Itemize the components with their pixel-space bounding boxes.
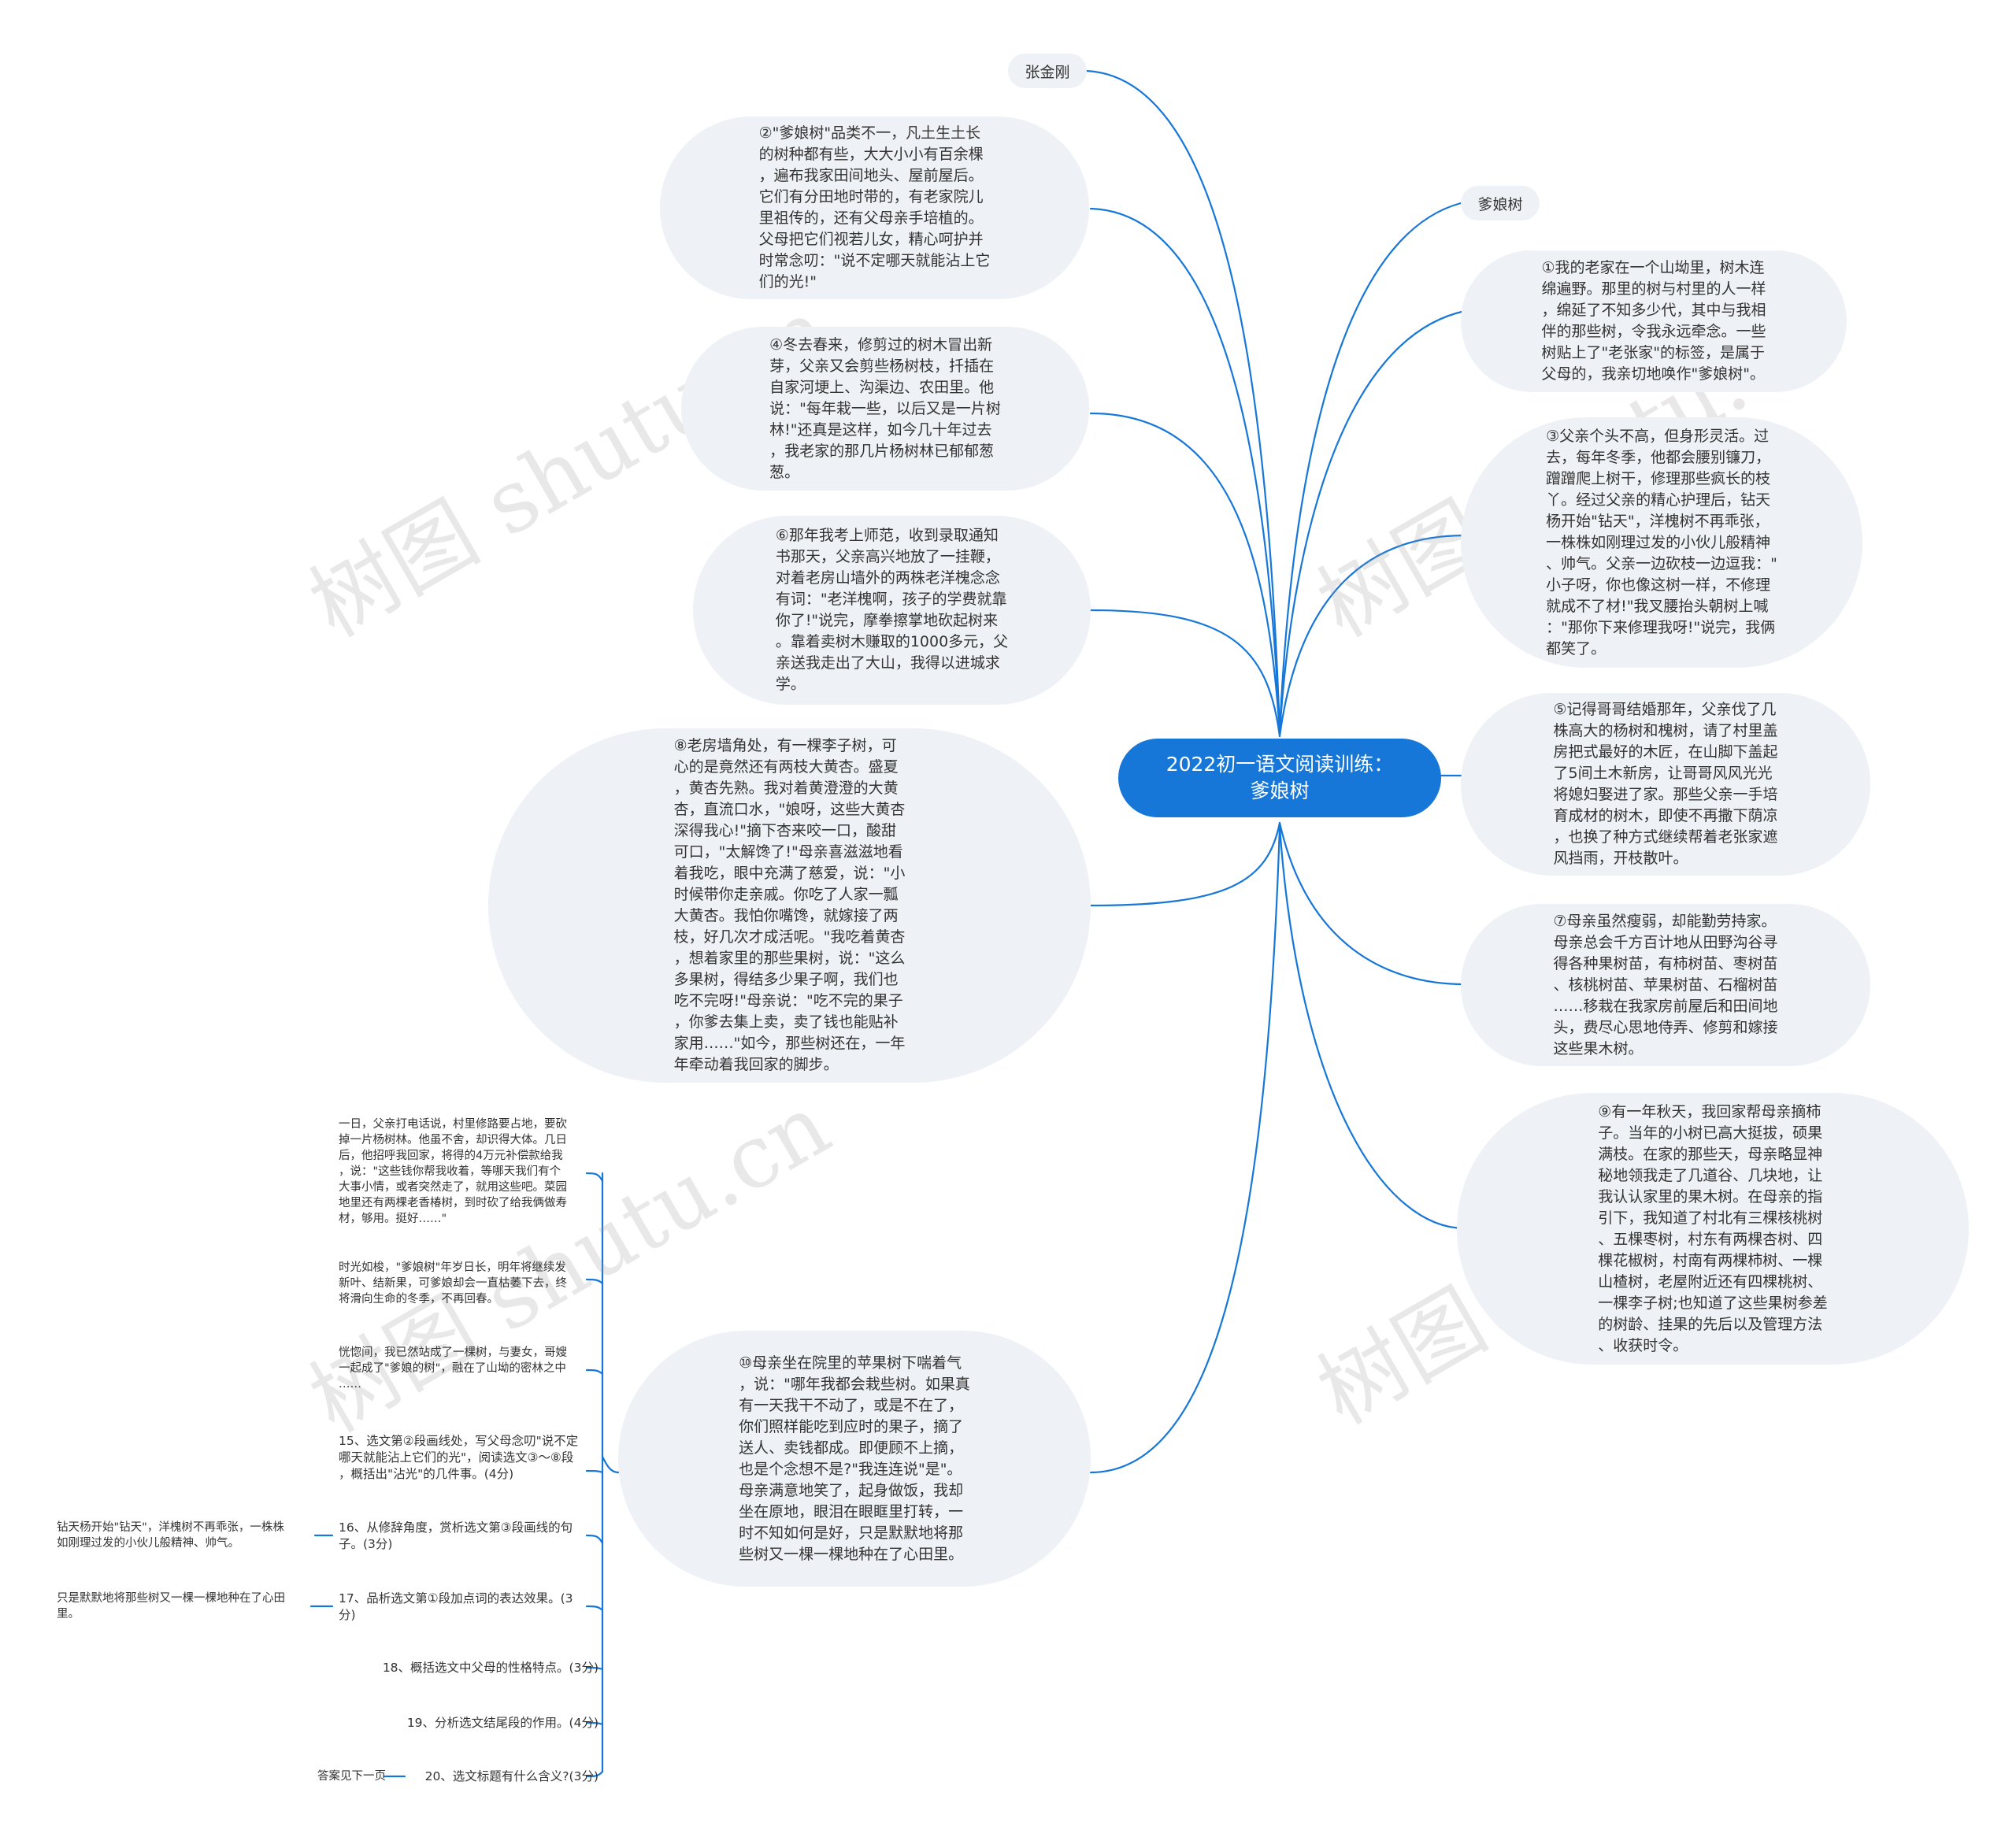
connector-p9 — [1278, 825, 1466, 1230]
paragraph-7-text: ⑦母亲虽然瘦弱，却能勤劳持家。 母亲总会千方百计地从田野沟谷寻 得各种果树苗，有… — [1553, 912, 1778, 1057]
connector-author — [1085, 69, 1281, 734]
answer-16: 钻天杨开始"钻天"，洋槐树不再乖张，一株株 如刚理过发的小伙儿般精神、帅气。 — [57, 1521, 284, 1550]
paragraph-10-text: ⑩母亲坐在院里的苹果树下喘着气 ，说："哪年我都会栽些树。如果真 有一天我干不动… — [739, 1354, 970, 1563]
paragraph-5-node[interactable]: ⑤记得哥哥结婚那年，父亲伐了几 株高大的杨树和槐树，请了村里盖 房把式最好的木匠… — [1461, 693, 1870, 876]
paragraph-3-text: ③父亲个头不高，但身形灵活。过 去，每年冬季，他都会腰别镰刀， 蹭蹭爬上树干，修… — [1546, 427, 1777, 657]
connector-p10 — [1089, 825, 1281, 1474]
connector-bracket — [601, 1455, 620, 1474]
connector-p6 — [1089, 609, 1281, 738]
paragraph-7-node[interactable]: ⑦母亲虽然瘦弱，却能勤劳持家。 母亲总会千方百计地从田野沟谷寻 得各种果树苗，有… — [1461, 904, 1870, 1066]
paragraph-1-node[interactable]: ①我的老家在一个山坳里，树木连 绵遍野。那里的树与村里的人一样 ，绵延了不知多少… — [1461, 250, 1847, 392]
connector-tag-title — [1278, 202, 1462, 734]
tag-author[interactable]: 张金刚 — [1008, 54, 1087, 88]
root-node[interactable]: 2022初一语文阅读训练： 爹娘树 — [1118, 739, 1441, 817]
tail-paragraph-2: 时光如梭，"爹娘树"年岁日长，明年将继续发 新叶、结新果，可爹娘却会一直枯萎下去… — [339, 1261, 567, 1306]
paragraph-9-node[interactable]: ⑨有一年秋天，我回家帮母亲摘柿 子。当年的小树已高大挺拔，硕果 满枝。在家的那些… — [1457, 1093, 1969, 1365]
connector-p1 — [1278, 309, 1466, 734]
paragraph-3-node[interactable]: ③父亲个头不高，但身形灵活。过 去，每年冬季，他都会腰别镰刀， 蹭蹭爬上树干，修… — [1461, 417, 1862, 668]
question-15: 15、选文第②段画线处，写父母念叨"说不定 哪天就能沾上它们的光"，阅读选文③～… — [339, 1434, 579, 1481]
paragraph-10-node[interactable]: ⑩母亲坐在院里的苹果树下喘着气 ，说："哪年我都会栽些树。如果真 有一天我干不动… — [618, 1331, 1091, 1587]
question-20: 20、选文标题有什么含义?(3分) — [424, 1769, 598, 1783]
root-title: 2022初一语文阅读训练： 爹娘树 — [1166, 753, 1394, 802]
tail-paragraph-3: 恍惚间，我已然站成了一棵树，与妻女，哥嫂 一起成了"爹娘的树"，融在了山坳的密林… — [339, 1346, 567, 1391]
tail-paragraph-1: 一日，父亲打电话说，村里修路要占地，要砍 掉一片杨树林。他虽不舍，却识得大体。几… — [339, 1118, 567, 1225]
connector-p3 — [1278, 534, 1466, 738]
tag-title[interactable]: 爹娘树 — [1461, 186, 1540, 220]
question-16: 16、从修辞角度，赏析选文第③段画线的句 子。(3分) — [339, 1520, 573, 1551]
connector-p7 — [1278, 821, 1466, 986]
paragraph-6-node[interactable]: ⑥那年我考上师范，收到录取通知 书那天，父亲高兴地放了一挂鞭， 对着老房山墙外的… — [693, 516, 1091, 705]
paragraph-5-text: ⑤记得哥哥结婚那年，父亲伐了几 株高大的杨树和槐树，请了村里盖 房把式最好的木匠… — [1553, 701, 1778, 867]
connector-p2 — [1089, 207, 1281, 734]
paragraph-2-text: ②"爹娘树"品类不一，凡土生土长 的树种都有些，大大小小有百余棵 ，遍布我家田间… — [758, 124, 991, 291]
paragraph-6-text: ⑥那年我考上师范，收到录取通知 书那天，父亲高兴地放了一挂鞭， 对着老房山墙外的… — [775, 527, 1009, 693]
paragraph-1-text: ①我的老家在一个山坳里，树木连 绵遍野。那里的树与村里的人一样 ，绵延了不知多少… — [1541, 259, 1766, 383]
paragraph-8-node[interactable]: ⑧老房墙角处，有一棵李子树，可 心的是竟然还有两枝大黄杏。盛夏 ，黄杏先熟。我对… — [488, 728, 1091, 1083]
connector-p8 — [1089, 821, 1281, 907]
question-19: 19、分析选文结尾段的作用。(4分) — [406, 1716, 598, 1730]
paragraph-4-text: ④冬去春来，修剪过的树木冒出新 芽，父亲又会剪些杨树枝，扦插在 自家河埂上、沟渠… — [769, 335, 1001, 481]
question-18: 18、概括选文中父母的性格特点。(3分) — [382, 1661, 598, 1675]
answer-20: 答案见下一页 — [317, 1770, 386, 1783]
tag-author-label: 张金刚 — [1025, 63, 1070, 81]
paragraph-4-node[interactable]: ④冬去春来，修剪过的树木冒出新 芽，父亲又会剪些杨树枝，扦插在 自家河埂上、沟渠… — [681, 327, 1089, 491]
paragraph-9-text: ⑨有一年秋天，我回家帮母亲摘柿 子。当年的小树已高大挺拔，硕果 满枝。在家的那些… — [1598, 1102, 1828, 1354]
paragraph-2-node[interactable]: ②"爹娘树"品类不一，凡土生土长 的树种都有些，大大小小有百余棵 ，遍布我家田间… — [660, 117, 1089, 299]
question-17: 17、品析选文第①段加点词的表达效果。(3 分) — [339, 1591, 573, 1622]
tag-title-label: 爹娘树 — [1477, 195, 1523, 213]
answer-17: 只是默默地将那些树又一棵一棵地种在了心田 里。 — [57, 1592, 285, 1620]
paragraph-8-text: ⑧老房墙角处，有一棵李子树，可 心的是竟然还有两枝大黄杏。盛夏 ，黄杏先熟。我对… — [673, 737, 906, 1073]
connector-p4 — [1089, 412, 1281, 734]
